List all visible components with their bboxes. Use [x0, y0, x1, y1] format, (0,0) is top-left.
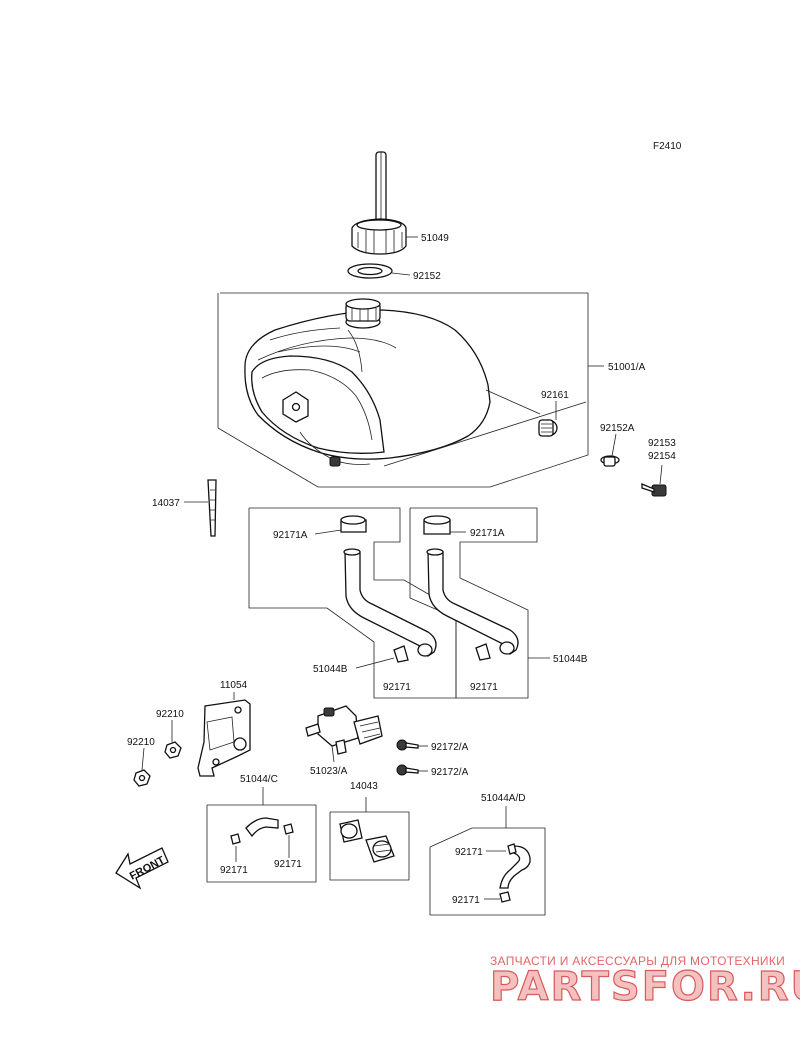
fuel-tank-part [244, 298, 587, 467]
nut-a-part [164, 741, 182, 759]
label-51044B-right: 51044B [553, 654, 588, 665]
fuel-filter-part [339, 819, 395, 863]
label-92161: 92161 [541, 390, 569, 401]
label-92171A-left: 92171A [273, 530, 308, 541]
label-92152: 92152 [413, 271, 441, 282]
label-51044C: 51044/C [240, 774, 278, 785]
label-92154: 92154 [648, 451, 676, 462]
label-51044AD: 51044A/D [481, 793, 525, 804]
watermark-brand: PARTSFOR.RU [490, 964, 800, 1010]
screw-b-part [396, 764, 419, 776]
screw-a-part [396, 739, 419, 751]
label-51044B-left: 51044B [313, 664, 348, 675]
label-11054: 11054 [220, 680, 248, 691]
label-51001A: 51001/A [608, 362, 646, 373]
label-92210-a: 92210 [156, 709, 184, 720]
figure-code: F2410 [653, 141, 682, 152]
vent-tube-part [207, 479, 217, 537]
label-92171-ad2: 92171 [452, 895, 480, 906]
label-92152A: 92152A [600, 423, 635, 434]
hose-ad-part [499, 843, 531, 903]
label-14037: 14037 [152, 498, 180, 509]
label-92171-right: 92171 [470, 682, 498, 693]
label-92171A-right: 92171A [470, 528, 505, 539]
fuel-cap-part [351, 151, 407, 255]
label-92210-b: 92210 [127, 737, 155, 748]
label-92171-c2: 92171 [274, 859, 302, 870]
damper-part [538, 419, 558, 437]
collar-part [600, 455, 620, 467]
label-51049: 51049 [421, 233, 449, 244]
hose-right-part [423, 515, 519, 661]
label-51023A: 51023/A [310, 766, 348, 777]
front-direction-arrow: FRONT [115, 847, 169, 890]
fuel-valve-part [305, 705, 383, 755]
label-92171-c1: 92171 [220, 865, 248, 876]
label-92171-left: 92171 [383, 682, 411, 693]
label-92153: 92153 [648, 438, 676, 449]
label-92172A-b: 92172/A [431, 767, 469, 778]
hose-left-part [340, 515, 437, 663]
bracket-part [197, 699, 251, 777]
label-92172A-a: 92172/A [431, 742, 469, 753]
label-14043: 14043 [350, 781, 378, 792]
nut-b-part [133, 769, 151, 787]
label-92171-ad1: 92171 [455, 847, 483, 858]
gasket-part [347, 263, 393, 279]
watermark-caption: ЗАПЧАСТИ И АКСЕССУАРЫ ДЛЯ МОТОТЕХНИКИ [490, 954, 785, 968]
hose-c-part [230, 817, 294, 845]
bolt-part [641, 483, 667, 497]
